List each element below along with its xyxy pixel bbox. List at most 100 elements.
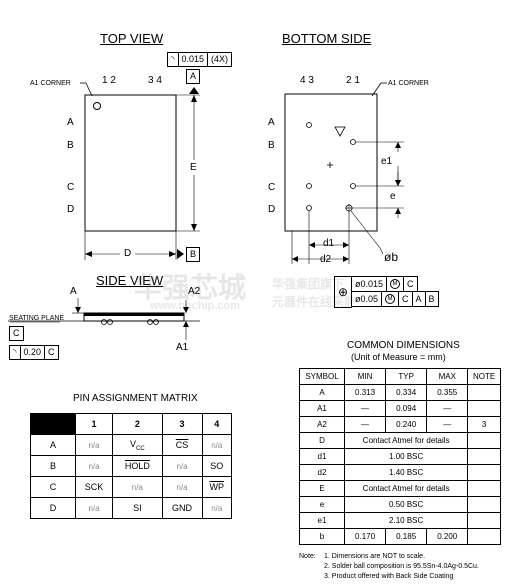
dims-header: MIN — [343, 368, 387, 385]
bottom-row-b: B — [268, 140, 275, 151]
dims-symbol: d2 — [299, 464, 345, 481]
pin-col-3: 3 — [161, 413, 203, 435]
bottom-dim-b: øb — [384, 250, 399, 264]
datum-c-box: C — [9, 326, 24, 341]
side-dim-a: A — [70, 286, 77, 297]
pin-cell: HOLD — [112, 455, 163, 477]
bottom-dim-d1: d1 — [323, 238, 335, 249]
pin-matrix-header-row: 1 2 3 4 — [30, 413, 232, 435]
dims-min: — — [343, 416, 387, 433]
top-view-title: TOP VIEW — [100, 31, 164, 46]
dims-row-a2: A2 — 0.240 — 3 — [299, 416, 501, 433]
top-flatness-frame: ◝ 0.015 (4X) — [167, 52, 233, 67]
dims-max: — — [426, 400, 469, 417]
pin-row-label: A — [30, 434, 76, 456]
bottom-side-title: BOTTOM SIDE — [282, 31, 372, 46]
pin-cell: n/a — [201, 434, 232, 456]
pin-row-c: C SCK n/a n/a WP — [30, 476, 232, 498]
position-1-datum: C — [407, 278, 414, 289]
top-dim-d: D — [124, 248, 132, 259]
seating-plane-label: SEATING PLANE — [9, 315, 65, 322]
dims-span: Contact Atmel for details — [343, 480, 469, 497]
dims-symbol: b — [299, 528, 345, 545]
dims-span: 2.10 BSC — [343, 512, 469, 529]
dims-span: Contact Atmel for details — [343, 432, 469, 449]
position-1-tolerance: ø0.015 — [352, 277, 388, 291]
dims-note — [467, 528, 501, 545]
position-frame-1: ø0.015 M C — [351, 276, 418, 292]
dims-symbol: e — [299, 496, 345, 513]
dims-min: 0.313 — [343, 384, 387, 401]
pin-cell: SCK — [74, 476, 114, 498]
dims-symbol: E — [299, 480, 345, 497]
dims-note — [467, 384, 501, 401]
dims-row-d2: d2 1.40 BSC — [299, 464, 501, 481]
position-2-datum-3: B — [428, 293, 435, 304]
pin-cell-vcc: VCC — [112, 434, 163, 456]
dims-row-a: A 0.313 0.334 0.355 — [299, 384, 501, 401]
bottom-col-labels-right: 2 1 — [346, 75, 360, 86]
notes-heading: Note: — [299, 553, 316, 560]
dims-typ: 0.240 — [385, 416, 428, 433]
watermark-text-1: 华强集团旗下 — [272, 277, 345, 291]
pin-row-d: D n/a SI GND n/a — [30, 497, 232, 519]
bottom-row-a: A — [268, 117, 275, 128]
dims-note — [467, 512, 501, 529]
side-flatness-frame: ◝ 0.20 C — [9, 345, 59, 360]
side-dim-a1: A1 — [176, 342, 189, 353]
pin-row-label: B — [30, 455, 76, 477]
dims-span: 0.50 BSC — [343, 496, 469, 513]
dims-note — [467, 464, 501, 481]
dims-symbol: A2 — [299, 416, 345, 433]
side-flatness-value: 0.20 — [21, 346, 46, 359]
bottom-dim-e1: e1 — [381, 156, 393, 167]
dims-symbol: A1 — [299, 400, 345, 417]
bottom-dim-e: e — [390, 191, 396, 202]
top-row-d: D — [67, 204, 75, 215]
position-2-tolerance: ø0.05 — [352, 292, 383, 306]
dims-symbol: A — [299, 384, 345, 401]
note-3: 3. Product offered with Back Side Coatin… — [324, 573, 454, 580]
dims-max: 0.355 — [426, 384, 469, 401]
dims-note — [467, 448, 501, 465]
dims-header: MAX — [426, 368, 469, 385]
dims-span: 1.00 BSC — [343, 448, 469, 465]
top-flatness-value: 0.015 — [179, 53, 209, 66]
dims-header: SYMBOL — [299, 368, 345, 385]
pin-cell: n/a — [161, 455, 203, 477]
pin-cell: n/a — [74, 455, 114, 477]
dims-typ: 0.185 — [385, 528, 428, 545]
common-dims-title: COMMON DIMENSIONS — [347, 340, 460, 351]
dims-note: 3 — [467, 416, 501, 433]
pin-col-1: 1 — [74, 413, 114, 435]
dims-note — [467, 432, 501, 449]
dims-span: 1.40 BSC — [343, 464, 469, 481]
dims-header: NOTE — [467, 368, 501, 385]
common-dims-table: SYMBOL MIN TYP MAX NOTE A 0.313 0.334 0.… — [299, 368, 501, 545]
pin-row-b: B n/a HOLD n/a SO — [30, 455, 232, 477]
top-col-labels-left: 1 2 — [102, 75, 116, 86]
pin-matrix-corner-cell — [30, 413, 76, 435]
note-2: 2. Solder ball composition is 95.5Sn-4.0… — [324, 563, 479, 570]
datum-a-label: A — [190, 71, 197, 81]
pin-cell: SO — [201, 455, 232, 477]
dims-row-d: D Contact Atmel for details — [299, 432, 501, 449]
flatness-icon: ◝ — [168, 53, 179, 66]
top-row-a: A — [67, 117, 74, 128]
dims-header: TYP — [385, 368, 428, 385]
pin-cell: n/a — [201, 497, 232, 519]
dims-max: — — [426, 416, 469, 433]
top-col-labels-right: 3 4 — [148, 75, 162, 86]
pin-col-4: 4 — [201, 413, 232, 435]
datum-b-label: B — [190, 249, 197, 259]
dims-symbol: d1 — [299, 448, 345, 465]
datum-b-box: B — [186, 247, 201, 262]
dims-row-b: b 0.170 0.185 0.200 — [299, 528, 501, 545]
dims-note — [467, 480, 501, 497]
pin-cell: WP — [201, 476, 232, 498]
dims-row-e1: e1 2.10 BSC — [299, 512, 501, 529]
dims-typ: 0.094 — [385, 400, 428, 417]
watermark-text-2: 元器件在线采购 — [272, 295, 357, 309]
top-a1-corner-label: A1 CORNER — [30, 80, 71, 87]
datum-a-box: A — [186, 69, 201, 84]
